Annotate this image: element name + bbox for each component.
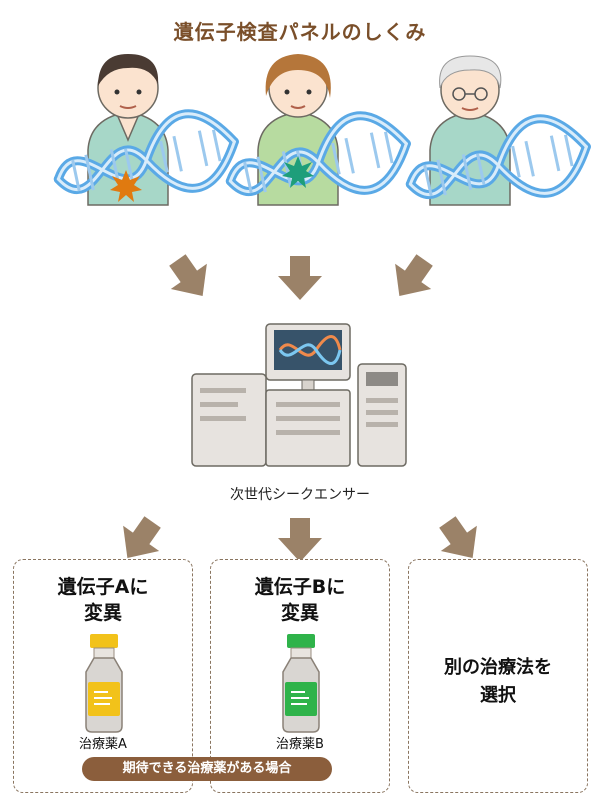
panel-gene-a: 遺伝子Aに 変異 治療薬A [13, 559, 193, 793]
panel-other-treatment: 別の治療法を 選択 [408, 559, 588, 793]
panel-b-heading: 遺伝子Bに 変異 [254, 576, 346, 624]
arrow-patient2-to-sequencer [278, 256, 322, 300]
panel-a-heading: 遺伝子Aに 変異 [57, 576, 149, 624]
expected-drug-banner: 期待できる治療薬がある場合 [82, 757, 332, 781]
arrow-patient3-to-sequencer [381, 247, 443, 309]
medicine-bottle-icon [85, 633, 123, 733]
panel-b-drug-label: 治療薬B [276, 737, 324, 752]
panel-c-heading: 別の治療法を 選択 [444, 657, 552, 706]
sequencer-computer-icon [191, 323, 407, 467]
sequencer-label: 次世代シークエンサー [230, 487, 370, 503]
mutation-star-icon [110, 170, 142, 202]
diagram-title: 遺伝子検査パネルのしくみ [173, 20, 427, 44]
arrow-patient1-to-sequencer [159, 247, 221, 309]
panel-a-drug-label: 治療薬A [79, 737, 127, 752]
panel-gene-b: 遺伝子Bに 変異 治療薬B [210, 559, 390, 793]
mutation-star-icon [282, 156, 314, 188]
medicine-bottle-icon [282, 633, 320, 733]
arrow-sequencer-to-panel-b [278, 518, 322, 562]
